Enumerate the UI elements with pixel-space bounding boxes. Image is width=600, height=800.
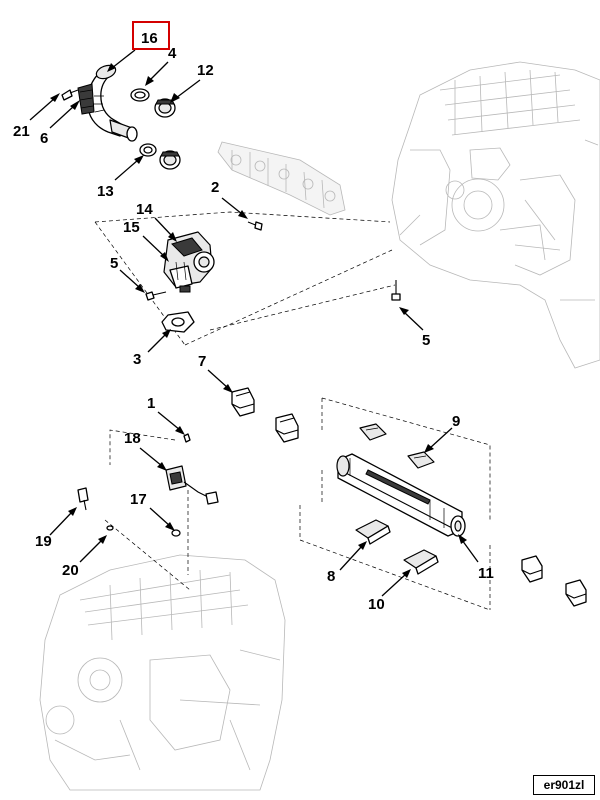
callout-7: 7 — [198, 353, 206, 370]
clamp-part-12 — [154, 98, 176, 118]
bolt-part-1 — [183, 433, 191, 443]
washer-part-17 — [171, 529, 181, 537]
gasket-part-4 — [130, 88, 150, 102]
highlight-box — [132, 21, 170, 50]
clamp-lower — [159, 150, 181, 170]
clamp-part-7a — [231, 387, 255, 417]
callout-9: 9 — [452, 413, 460, 430]
bolt-part-5-left — [145, 291, 167, 301]
callout-14: 14 — [136, 201, 153, 218]
engine-outline-bottom-left — [39, 554, 286, 791]
callout-11: 11 — [478, 565, 494, 582]
pad-part-9b — [407, 451, 435, 469]
gasket-part-3 — [161, 311, 195, 333]
callout-21: 21 — [13, 123, 30, 140]
egr-cooler — [336, 453, 466, 537]
callout-15: 15 — [123, 219, 140, 236]
bolt-part-5-right — [391, 280, 401, 301]
diagram-reference-code: er901zl — [533, 775, 595, 795]
callout-12: 12 — [197, 62, 214, 79]
callout-2: 2 — [211, 179, 219, 196]
callout-3: 3 — [133, 351, 141, 368]
callout-17: 17 — [130, 491, 147, 508]
sensor-part-19 — [77, 487, 89, 511]
callout-5-right: 5 — [422, 332, 430, 349]
callout-16: 16 — [141, 30, 158, 47]
gasket-part-13 — [139, 143, 157, 157]
bolt-part-2 — [247, 221, 263, 231]
callout-20: 20 — [62, 562, 79, 579]
washer-part-20 — [106, 525, 114, 531]
callout-5-left: 5 — [110, 255, 118, 272]
callout-6: 6 — [40, 130, 48, 147]
clamp-right-upper — [521, 555, 543, 583]
bolt-part-21 — [61, 89, 79, 101]
pad-part-9a — [359, 423, 387, 441]
callout-18: 18 — [124, 430, 141, 447]
callout-8: 8 — [327, 568, 335, 585]
callout-13: 13 — [97, 183, 114, 200]
engine-outline-top-right — [391, 61, 600, 369]
callout-arrows — [29, 49, 479, 597]
sensor-part-18 — [165, 465, 219, 505]
exhaust-manifold — [217, 141, 346, 216]
clamp-part-7b — [275, 413, 299, 443]
callout-labels: 16 4 12 21 6 13 2 14 15 5 3 5 7 1 9 18 1… — [13, 30, 494, 613]
egr-pipe — [77, 64, 138, 142]
callout-10: 10 — [368, 596, 385, 613]
callout-19: 19 — [35, 533, 52, 550]
egr-valve — [163, 231, 215, 293]
callout-4: 4 — [168, 45, 177, 62]
clamp-right-lower — [565, 579, 587, 607]
callout-1: 1 — [147, 395, 155, 412]
bracket-part-8 — [355, 519, 391, 545]
bracket-part-10 — [403, 549, 439, 575]
